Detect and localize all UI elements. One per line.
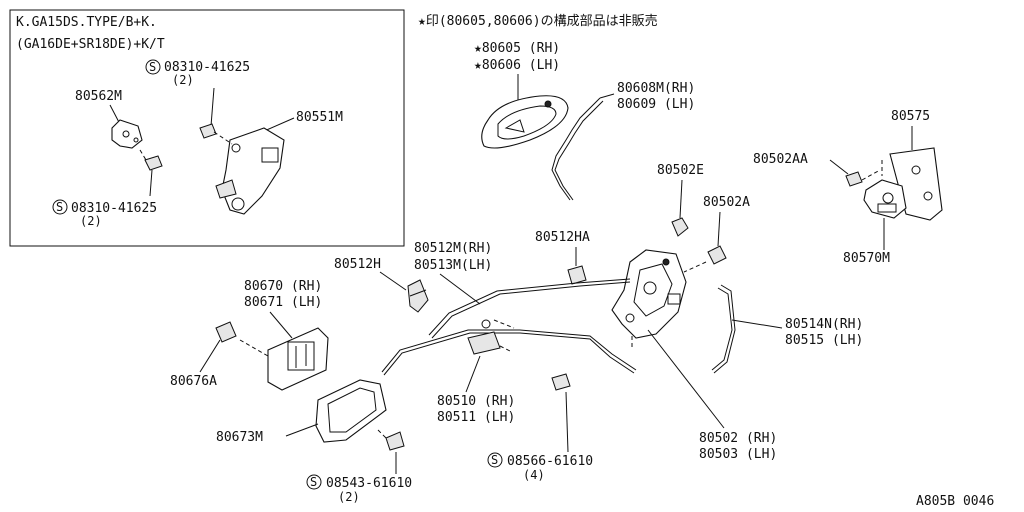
svg-text:S: S: [56, 200, 63, 214]
striker-80570m: [863, 179, 907, 219]
label-80502a: 80502A: [703, 195, 750, 210]
inset-screw-bottom-code: 08310-41625: [71, 201, 157, 216]
clip-80502e-icon: [671, 217, 689, 237]
label-80608m: 80608M(RH): [617, 81, 695, 96]
label-80511: 80511 (LH): [437, 410, 515, 425]
label-80606: ★80606 (LH): [474, 58, 560, 73]
label-80515: 80515 (LH): [785, 333, 863, 348]
label-80502: 80502 (RH): [699, 431, 777, 446]
label-80510: 80510 (RH): [437, 394, 515, 409]
inset-bracket-80562m: [111, 119, 143, 149]
label-80512m: 80512M(RH): [414, 241, 492, 256]
s-symbol-top-icon: S: [145, 59, 161, 75]
label-80502e: 80502E: [657, 163, 704, 178]
screw-80502a-icon: [707, 245, 727, 265]
label-80512h: 80512H: [334, 257, 381, 272]
label-80670: 80670 (RH): [244, 279, 322, 294]
s-symbol-bottom-icon: S: [52, 199, 68, 215]
inset-title-line1: K.GA15DS.TYPE/B+K.: [16, 15, 157, 30]
inset-box: [9, 9, 405, 247]
inset-part-80562m: 80562M: [75, 89, 122, 104]
clip-80512ha-icon: [567, 265, 587, 285]
label-80570m: 80570M: [843, 251, 890, 266]
s-symbol-08566-icon: S: [487, 452, 503, 468]
rod-80514n: [711, 287, 733, 371]
screw-08566-icon: [551, 373, 571, 391]
inside-handle-80670: [267, 327, 329, 391]
rod-80512m: [431, 281, 631, 339]
label-80502aa: 80502AA: [753, 152, 808, 167]
inset-screw-top-qty: (2): [172, 73, 194, 87]
label-08566: 08566-61610: [507, 454, 593, 469]
label-80609: 80609 (LH): [617, 97, 695, 112]
note-not-sold: ★印(80605,80606)の構成部品は非販売: [418, 13, 658, 29]
screw-08543-icon: [385, 431, 405, 451]
door-lock-80502: [611, 249, 687, 339]
label-08543-qty: (2): [338, 490, 360, 504]
label-08543: 08543-61610: [326, 476, 412, 491]
rod-80608m: [551, 97, 601, 201]
clip-80512h-icon: [407, 279, 429, 313]
label-08566-qty: (4): [523, 468, 545, 482]
svg-text:S: S: [491, 453, 498, 467]
inset-screw-top-code: 08310-41625: [164, 60, 250, 75]
outside-handle-80605: [481, 95, 569, 149]
inset-screw-left-icon: [144, 155, 163, 171]
label-80676a: 80676A: [170, 374, 217, 389]
inset-screw-bottom-qty: (2): [80, 214, 102, 228]
diagram-code: A805B 0046: [916, 494, 994, 509]
cable-80510: [381, 329, 637, 373]
label-80503: 80503 (LH): [699, 447, 777, 462]
label-80575: 80575: [891, 109, 930, 124]
svg-text:S: S: [310, 475, 317, 489]
inset-part-80551m: 80551M: [296, 110, 343, 125]
screw-80502aa-icon: [845, 171, 863, 187]
svg-text:S: S: [149, 60, 156, 74]
label-80512ha: 80512HA: [535, 230, 590, 245]
s-symbol-08543-icon: S: [306, 474, 322, 490]
cable-clip-80510-icon: [467, 319, 501, 355]
label-80513m: 80513M(LH): [414, 258, 492, 273]
clip-80676a-icon: [215, 321, 237, 343]
label-80671: 80671 (LH): [244, 295, 322, 310]
label-80673m: 80673M: [216, 430, 263, 445]
inset-striker-80551m: [215, 127, 285, 215]
label-80514n: 80514N(RH): [785, 317, 863, 332]
escutcheon-80673m: [315, 379, 387, 443]
inset-title-line2: (GA16DE+SR18DE)+K/T: [16, 37, 165, 52]
label-80605: ★80605 (RH): [474, 41, 560, 56]
inset-screw-top-icon: [199, 123, 217, 139]
